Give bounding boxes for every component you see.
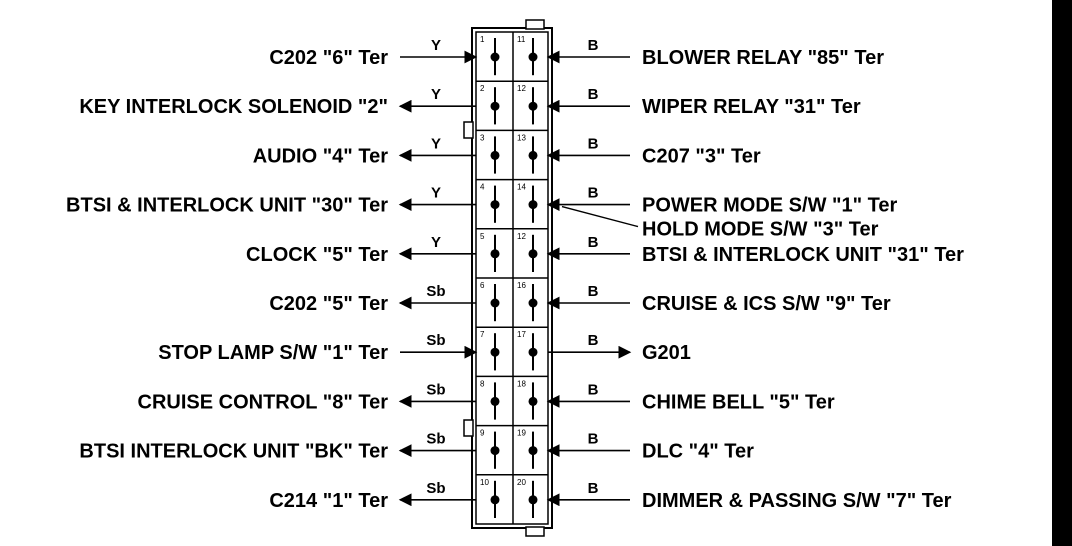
circuit-label: C202 "6" Ter [269, 47, 388, 69]
wire-color-code: Y [431, 86, 441, 103]
terminal-dot [528, 446, 538, 456]
pin-number: 18 [517, 379, 526, 388]
terminal-dot [490, 347, 500, 357]
right-edge-bar [1052, 0, 1072, 546]
wire-color-code: B [588, 185, 599, 202]
circuit-label: CRUISE & ICS S/W "9" Ter [642, 293, 891, 315]
pin-number: 9 [480, 429, 485, 438]
wire-color-code: B [588, 283, 599, 300]
circuit-label: CLOCK "5" Ter [246, 244, 388, 266]
wire-color-code: B [588, 431, 599, 448]
circuit-label: DLC "4" Ter [642, 441, 754, 463]
terminal-dot [490, 52, 500, 62]
terminal-dot [528, 495, 538, 505]
circuit-label: CRUISE CONTROL "8" Ter [138, 391, 389, 413]
wire-color-code: Sb [426, 283, 445, 300]
circuit-label: KEY INTERLOCK SOLENOID "2" [79, 96, 388, 118]
wire-color-code: B [588, 86, 599, 103]
terminal-dot [528, 200, 538, 210]
pin-number: 6 [480, 281, 485, 290]
pin-number: 14 [517, 183, 526, 192]
terminal-dot [490, 150, 500, 160]
branch-line [561, 205, 639, 228]
wire-color-code: B [588, 37, 599, 54]
terminal-dot [490, 446, 500, 456]
terminal-dot [528, 52, 538, 62]
terminal-dot [528, 298, 538, 308]
pin-number: 12 [517, 232, 526, 241]
pin-number: 8 [480, 379, 485, 388]
terminal-dot [490, 495, 500, 505]
circuit-label: POWER MODE S/W "1" Ter [642, 195, 898, 217]
circuit-label: CHIME BELL "5" Ter [642, 391, 835, 413]
circuit-label: BLOWER RELAY "85" Ter [642, 47, 884, 69]
circuit-label: BTSI & INTERLOCK UNIT "31" Ter [642, 244, 964, 266]
wire-color-code: Sb [426, 480, 445, 497]
terminal-dot [490, 200, 500, 210]
pin-number: 5 [480, 232, 485, 241]
terminal-dot [490, 298, 500, 308]
wire-color-code: B [588, 381, 599, 398]
pin-number: 4 [480, 183, 485, 192]
terminal-dot [528, 249, 538, 259]
terminal-dot [490, 396, 500, 406]
pin-number: 7 [480, 330, 485, 339]
wire-color-code: Y [431, 37, 441, 54]
pin-number: 3 [480, 133, 485, 142]
wire-color-code: Y [431, 135, 441, 152]
pin-number: 13 [517, 133, 526, 142]
circuit-label: BTSI INTERLOCK UNIT "BK" Ter [79, 441, 388, 463]
wire-color-code: Y [431, 185, 441, 202]
pin-number: 16 [517, 281, 526, 290]
pin-number: 2 [480, 84, 485, 93]
wire-color-code: B [588, 332, 599, 349]
circuit-label: C214 "1" Ter [269, 490, 388, 512]
terminal-dot [490, 101, 500, 111]
wire-color-code: B [588, 135, 599, 152]
circuit-label-secondary: HOLD MODE S/W "3" Ter [642, 219, 879, 241]
pin-number: 17 [517, 330, 526, 339]
circuit-label: DIMMER & PASSING S/W "7" Ter [642, 490, 952, 512]
pin-number: 1 [480, 35, 485, 44]
circuit-label: C202 "5" Ter [269, 293, 388, 315]
pin-number: 19 [517, 429, 526, 438]
pin-number: 20 [517, 478, 526, 487]
circuit-label: WIPER RELAY "31" Ter [642, 96, 861, 118]
circuit-label: AUDIO "4" Ter [253, 145, 389, 167]
terminal-dot [528, 150, 538, 160]
terminal-dot [490, 249, 500, 259]
pin-number: 12 [517, 84, 526, 93]
wire-color-code: B [588, 480, 599, 497]
pin-number: 10 [480, 478, 489, 487]
wire-color-code: Sb [426, 332, 445, 349]
wire-color-code: Sb [426, 431, 445, 448]
terminal-dot [528, 396, 538, 406]
circuit-label: BTSI & INTERLOCK UNIT "30" Ter [66, 195, 388, 217]
wire-color-code: Y [431, 234, 441, 251]
wire-color-code: Sb [426, 381, 445, 398]
wire-color-code: B [588, 234, 599, 251]
circuit-label: STOP LAMP S/W "1" Ter [158, 342, 388, 364]
pin-number: 11 [517, 35, 526, 44]
terminal-dot [528, 101, 538, 111]
terminal-dot [528, 347, 538, 357]
circuit-label: C207 "3" Ter [642, 145, 761, 167]
circuit-label: G201 [642, 342, 691, 364]
